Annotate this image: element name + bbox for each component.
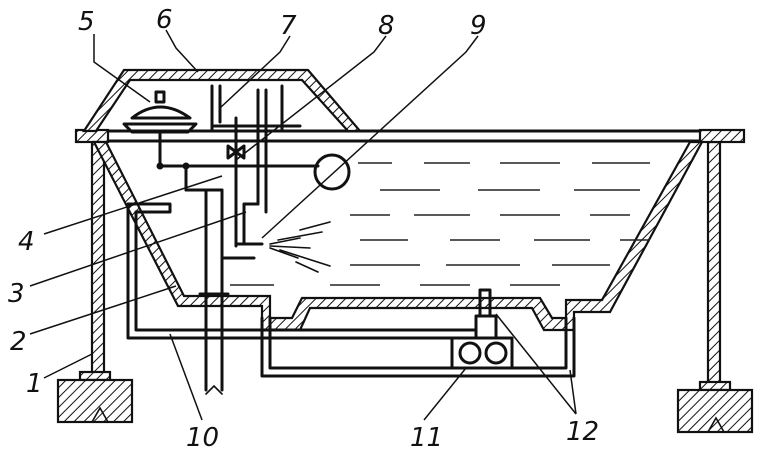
callout-3: 3	[8, 279, 25, 309]
return-duct	[260, 316, 576, 378]
callout-5: 5	[78, 7, 95, 37]
right-support-leg	[676, 140, 754, 434]
jet-nozzle	[220, 202, 331, 273]
cover-hood	[81, 68, 363, 133]
callout-4: 4	[18, 227, 35, 257]
callout-1: 1	[26, 369, 43, 399]
callout-11: 11	[410, 423, 443, 453]
callout-10: 10	[186, 423, 219, 453]
feed-pipe	[198, 188, 230, 395]
pump-unit	[450, 288, 514, 370]
callout-8: 8	[378, 11, 395, 41]
left-support-leg	[56, 140, 134, 424]
callout-labels: 5 6 7 8 9 4 3 2 1 10 11 12	[8, 5, 599, 453]
callout-6: 6	[156, 5, 173, 35]
callout-12: 12	[566, 417, 599, 447]
callout-2: 2	[10, 327, 27, 357]
pressure-regulator	[122, 90, 198, 168]
suction-pipe	[126, 202, 478, 340]
callout-7: 7	[280, 11, 297, 41]
float-valve	[156, 116, 351, 248]
callout-9: 9	[470, 11, 487, 41]
control-tubes	[210, 84, 302, 214]
water-lines	[230, 162, 650, 286]
leader-lines	[29, 29, 577, 421]
